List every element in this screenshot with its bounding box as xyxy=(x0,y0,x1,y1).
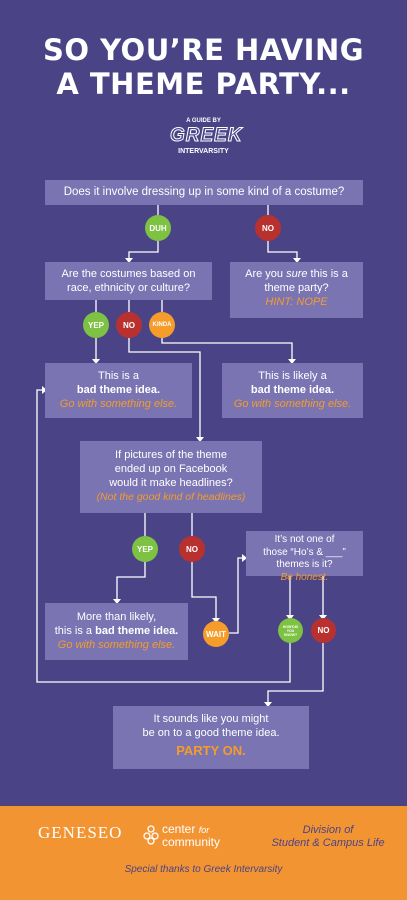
more-line-1: More than likely, xyxy=(76,611,157,623)
center-word: center xyxy=(162,822,196,836)
q4-be-honest: Be honest. xyxy=(280,571,329,583)
question-race-line-2: race, ethnicity or culture? xyxy=(67,282,190,294)
answer-no-2: NO xyxy=(116,312,142,338)
answer-kinda-label: KINDA xyxy=(152,322,172,328)
q4-line-3: themes is it? xyxy=(276,559,333,570)
likely-bad-theme: bad theme idea. xyxy=(250,384,335,396)
answer-no-4-label: NO xyxy=(317,626,330,635)
flow-connectors xyxy=(36,205,327,707)
center-for-community-icon xyxy=(143,825,159,845)
footer: GENESEO center for community Division of… xyxy=(0,806,407,900)
question-sure-text: Are you sure this is a theme party? xyxy=(230,267,363,295)
guide-by-label: A GUIDE BY xyxy=(186,118,221,124)
answer-wait: WAIT xyxy=(203,621,229,647)
for-word: for xyxy=(198,825,210,835)
title-line-1: SO YOU’RE HAVING xyxy=(42,33,365,67)
result-good-idea: It sounds like you might be on to a good… xyxy=(113,706,309,769)
q4-line-1: It’s not one of xyxy=(274,534,335,545)
likely-go-else: Go with something else. xyxy=(233,398,352,410)
q3-line-2: ended up on Facebook xyxy=(114,463,228,475)
question-sure-theme: Are you sure this is a theme party? HINT… xyxy=(230,262,363,318)
bad1-go-else: Go with something else. xyxy=(59,398,178,410)
answer-no-4: NO xyxy=(311,618,336,643)
answer-yep-2: YEP xyxy=(132,536,158,562)
more-line-2: this is a bad theme idea. xyxy=(45,624,188,638)
more-go-else: Go with something else. xyxy=(57,639,176,651)
result-likely-bad: This is likely a bad theme idea. Go with… xyxy=(222,363,363,418)
sure-emphasis: sure xyxy=(286,268,308,280)
answer-yep-1-label: YEP xyxy=(87,320,104,330)
q3-note: (Not the good kind of headlines) xyxy=(96,491,246,503)
community-word: community xyxy=(162,835,221,849)
division-line-2: Student & Campus Life xyxy=(271,837,385,849)
question-costume: Does it involve dressing up in some kind… xyxy=(45,180,363,205)
more-line-2-a: this is a xyxy=(54,625,96,637)
answer-duh: DUH xyxy=(145,215,171,241)
answer-duh-label: DUH xyxy=(149,223,167,233)
likely-line-1: This is likely a xyxy=(258,370,327,382)
q3-line-1: If pictures of the theme xyxy=(115,449,227,461)
good-line-2: be on to a good theme idea. xyxy=(142,727,280,739)
good-line-1: It sounds like you might xyxy=(153,713,269,725)
answer-yep-1: YEP xyxy=(83,312,109,338)
question-race-ethnicity: Are the costumes based on race, ethnicit… xyxy=(45,262,212,300)
result-more-than-likely: More than likely, this is a bad theme id… xyxy=(45,603,188,660)
division-label: Division of Student & Campus Life xyxy=(268,824,388,850)
question-race-line-1: Are the costumes based on xyxy=(61,268,196,280)
result-bad-idea-1: This is a bad theme idea. Go with someth… xyxy=(45,363,192,418)
q3-line-3: would it make headlines? xyxy=(109,477,233,489)
bad1-bad-theme: bad theme idea. xyxy=(76,384,161,396)
answer-no-1: NO xyxy=(255,215,281,241)
question-costume-text: Does it involve dressing up in some kind… xyxy=(63,186,345,198)
question-hos-theme: It’s not one of those “Ho’s & ___” theme… xyxy=(246,531,363,583)
title-line-2: A THEME PARTY... xyxy=(56,67,351,101)
answer-kinda: KINDA xyxy=(149,312,175,338)
special-thanks: Special thanks to Greek Intervarsity xyxy=(124,864,283,875)
geneseo-logo: GENESEO xyxy=(38,823,123,842)
more-bad-theme: bad theme idea. xyxy=(95,625,179,637)
intervarsity-label: INTERVARSITY xyxy=(178,148,229,155)
question-facebook-headlines: If pictures of the theme ended up on Fac… xyxy=(80,441,262,513)
answer-no-3: NO xyxy=(179,536,205,562)
center-for-community-logo: center for community xyxy=(162,823,220,848)
bad1-line-1: This is a xyxy=(98,370,139,382)
party-on: PARTY ON. xyxy=(176,743,246,758)
answer-how-did-you-know: HOW'DID YOU KNOW? xyxy=(278,618,303,643)
answer-yep-2-label: YEP xyxy=(136,544,153,554)
answer-how-label: HOW'DID YOU KNOW? xyxy=(282,624,299,637)
answer-wait-label: WAIT xyxy=(206,629,226,639)
hint-nope: HINT: NOPE xyxy=(265,296,328,308)
q4-line-2: those “Ho’s & ___” xyxy=(263,546,346,558)
greek-logo: GREEK xyxy=(170,125,243,146)
answer-no-3-label: NO xyxy=(186,544,198,554)
answer-no-2-label: NO xyxy=(123,320,135,330)
sure-part-a: Are you xyxy=(245,268,287,280)
sure-part-b: this is a theme party? xyxy=(264,268,348,294)
division-line-1: Division of xyxy=(302,824,354,836)
answer-no-1-label: NO xyxy=(262,223,274,233)
